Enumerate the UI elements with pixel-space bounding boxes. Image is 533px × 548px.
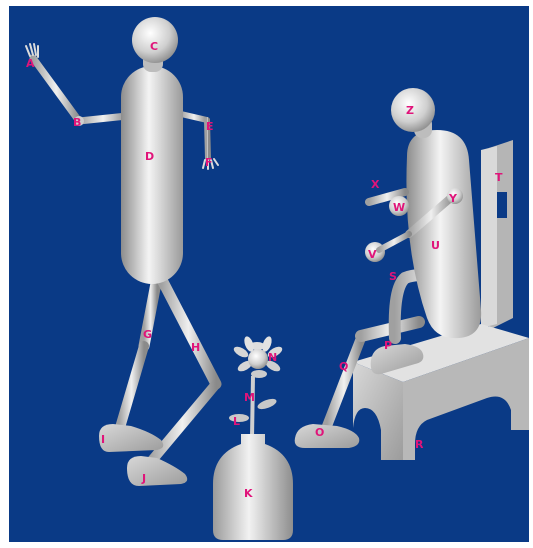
label-c: C	[150, 40, 158, 53]
label-w: W	[393, 201, 405, 214]
scene-canvas: A B C D E F G H I J K L M N O P Q R S T	[9, 6, 529, 542]
label-e: E	[206, 120, 214, 133]
label-x: X	[371, 178, 380, 191]
label-g: G	[143, 328, 152, 341]
label-t: T	[495, 171, 503, 184]
label-k: K	[244, 487, 253, 500]
label-d: D	[145, 150, 154, 163]
chair-backrest-slot	[497, 192, 507, 218]
scene-viewport: A B C D E F G H I J K L M N O P Q R S T	[9, 6, 529, 542]
label-i: I	[101, 433, 105, 446]
label-s: S	[389, 270, 397, 283]
standing-torso	[121, 66, 183, 284]
label-p: P	[384, 339, 392, 352]
label-j: J	[141, 472, 146, 485]
label-n: N	[268, 351, 277, 364]
label-a: A	[26, 57, 35, 70]
label-y: Y	[448, 192, 458, 205]
left-upper-arm	[79, 116, 127, 121]
label-u: U	[431, 239, 440, 252]
flower-stem	[252, 376, 253, 438]
label-l: L	[233, 415, 240, 428]
label-z: Z	[406, 104, 414, 117]
label-o: O	[315, 426, 324, 439]
label-h: H	[191, 341, 200, 354]
label-m: M	[244, 391, 255, 404]
label-b: B	[73, 116, 81, 129]
label-r: R	[415, 438, 424, 451]
label-q: Q	[339, 360, 348, 373]
label-f: F	[205, 156, 213, 169]
label-v: V	[368, 248, 377, 261]
